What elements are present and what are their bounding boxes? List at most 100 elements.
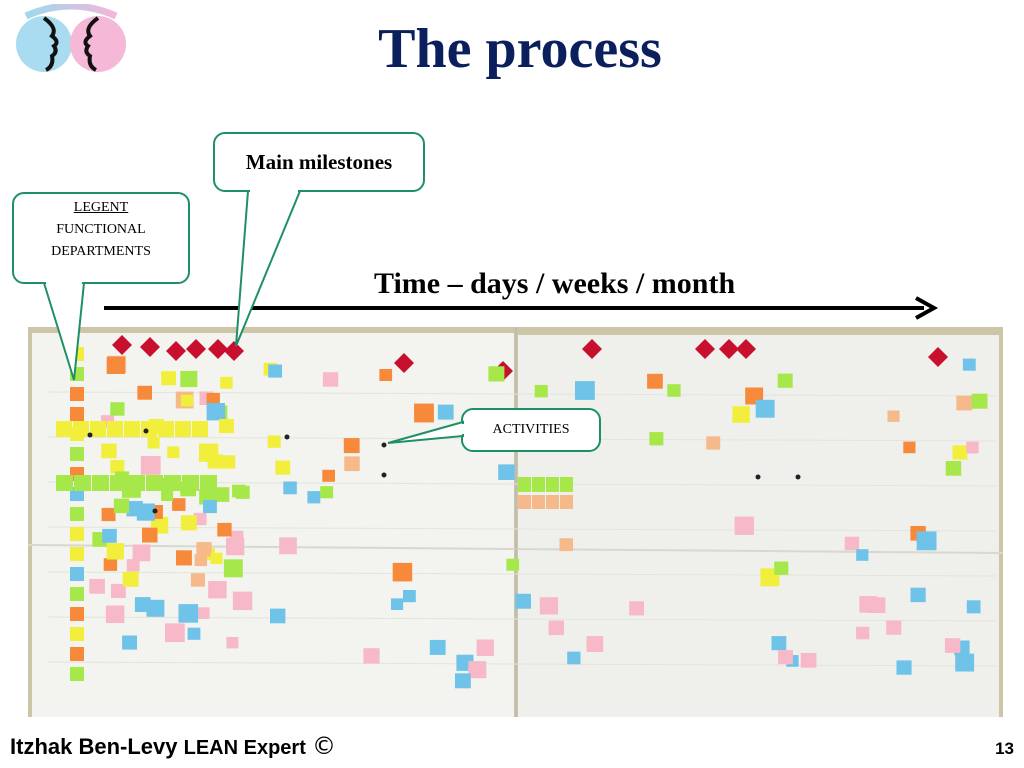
sticky-note: [734, 516, 754, 535]
two-faces-logo-icon: [8, 4, 134, 76]
sticky-note: [102, 528, 117, 543]
sticky-note: [859, 596, 877, 613]
sticky-note: [952, 445, 968, 460]
sticky-note: [506, 558, 520, 571]
sticky-note: [203, 499, 217, 514]
sticky-note: [667, 384, 681, 397]
sticky-note: [774, 561, 789, 575]
sticky-note: [126, 559, 140, 572]
sticky-note: [190, 573, 205, 587]
sticky-note: [379, 369, 393, 381]
sticky-note: [392, 562, 413, 582]
sticky-note: [267, 435, 281, 448]
sticky-note: [194, 554, 208, 567]
sticky-note: [515, 593, 531, 609]
sticky-note: [586, 636, 604, 652]
sticky-note: [142, 527, 158, 543]
sticky-note: [106, 356, 125, 374]
sticky-note: [180, 394, 194, 407]
sticky-note: [910, 587, 926, 603]
sticky-note: [70, 647, 84, 661]
sticky-note: [548, 620, 564, 636]
sticky-note: [755, 399, 775, 418]
milestone-diamond-icon: [186, 339, 206, 359]
sticky-note: [147, 437, 160, 449]
sticky-note: [971, 393, 988, 409]
legend-callout-line3: DEPARTMENTS: [51, 244, 151, 259]
milestone-diamond-icon: [208, 339, 228, 359]
sticky-note: [70, 667, 84, 681]
sticky-note: [268, 364, 282, 378]
sticky-note: [70, 367, 84, 381]
sticky-note: [320, 486, 334, 499]
sticky-note: [134, 597, 151, 612]
time-arrow-head: [915, 296, 939, 320]
sticky-note: [856, 549, 869, 561]
sticky-note: [217, 522, 232, 537]
sticky-note: [206, 403, 225, 421]
milestones-callout: Main milestones: [213, 132, 425, 192]
legend-callout-line2: FUNCTIONAL: [56, 222, 146, 237]
sticky-note: [210, 552, 223, 565]
sticky-note: [122, 635, 137, 650]
sticky-note: [844, 536, 860, 551]
sticky-note: [219, 419, 234, 434]
sticky-note: [230, 530, 244, 544]
sticky-note: [110, 460, 125, 474]
sticky-note: [283, 481, 297, 495]
author-role: LEAN Expert: [183, 737, 306, 759]
sticky-note: [208, 581, 227, 599]
sticky-note: [322, 469, 335, 482]
page-number: 13: [995, 739, 1014, 758]
sticky-note: [70, 567, 84, 581]
sticky-note: [916, 531, 937, 551]
sticky-note: [414, 403, 434, 423]
sticky-note: [70, 607, 84, 621]
sticky-note: [161, 371, 176, 386]
sticky-note: [886, 620, 902, 635]
sticky-note: [437, 404, 454, 420]
sticky-note: [221, 455, 236, 469]
footer-author: Itzhak Ben-Levy LEAN Expert ©: [10, 728, 470, 764]
milestones-callout-text: Main milestones: [245, 150, 393, 174]
sticky-note: [196, 542, 212, 557]
author-name: Itzhak Ben-Levy: [10, 734, 178, 759]
milestones-callout-tail: [235, 190, 302, 347]
copyright-symbol: ©: [312, 732, 336, 760]
sticky-note: [279, 537, 297, 555]
sticky-note: [146, 599, 165, 617]
sticky-note: [70, 547, 84, 561]
sticky-note: [343, 438, 360, 454]
sticky-note: [137, 385, 152, 400]
sticky-note: [771, 636, 787, 651]
sticky-note: [132, 544, 151, 562]
sticky-note: [539, 597, 559, 615]
sticky-note: [105, 605, 125, 623]
sticky-note: [966, 600, 981, 614]
sticky-note: [777, 373, 793, 388]
sticky-note: [101, 507, 116, 522]
sticky-note: [732, 406, 750, 423]
sticky-note: [232, 591, 253, 611]
sticky-note: [629, 601, 644, 616]
sticky-note: [945, 461, 962, 476]
sticky-note: [322, 372, 339, 387]
sticky-note: [275, 460, 291, 475]
sticky-note: [223, 559, 243, 578]
sticky-note: [180, 370, 198, 388]
sticky-note: [896, 660, 912, 675]
milestone-diamond-icon: [394, 353, 414, 373]
planning-board-photo: [28, 327, 1003, 717]
milestone-diamond-icon: [140, 337, 160, 357]
sticky-note: [955, 653, 975, 672]
sticky-note: [206, 393, 220, 406]
sticky-note: [180, 515, 197, 531]
sticky-note: [956, 395, 972, 411]
sticky-note: [567, 651, 581, 665]
sticky-note: [89, 578, 105, 594]
sticky-note: [344, 456, 360, 472]
sticky-note: [270, 608, 286, 624]
sticky-note: [856, 626, 870, 640]
sticky-note: [70, 587, 84, 601]
sticky-note: [455, 673, 471, 689]
